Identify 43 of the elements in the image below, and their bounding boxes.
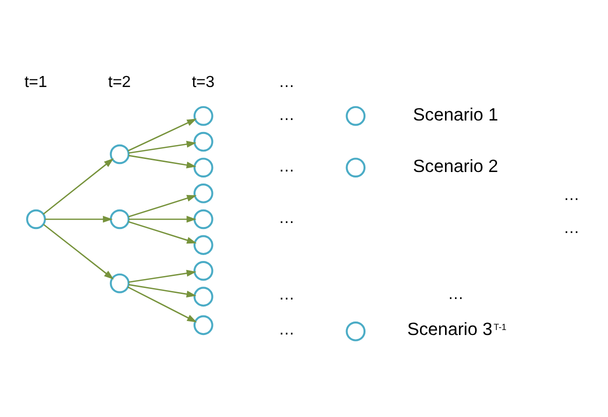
label: … [278,105,295,124]
label: … [448,284,464,302]
node-circle [110,272,130,293]
node-circle [346,321,366,341]
node-circle [194,260,214,280]
arrow [128,286,197,322]
label: t=3 [192,72,215,90]
arrow [128,220,197,244]
label: … [278,208,295,227]
arrow [42,158,114,214]
arrow [43,223,114,279]
label: … [278,157,295,176]
node-circle [194,131,214,152]
arrow [128,118,197,151]
label: … [278,320,295,338]
label: t=2 [108,72,131,90]
node-circle [110,208,130,229]
node-circle [194,314,214,335]
node-circle [194,286,214,306]
label: … [278,72,295,90]
label: t=1 [24,72,48,90]
node-circle [194,106,214,126]
arrow [128,284,196,297]
label: … [278,285,295,304]
arrow [128,154,196,168]
node-circle [194,183,214,203]
node-circle [26,208,46,229]
node-label: Scenario 1 [413,104,498,124]
label: … [564,218,580,236]
label: … [564,186,580,204]
arrow [128,194,197,217]
node-circle [346,157,366,177]
node-circle [346,106,366,126]
node-circle [194,234,214,254]
arrow [45,215,113,222]
node-circle [194,208,214,229]
node-label: Scenario 3$^{T-1}$ [407,318,506,338]
node-circle [194,157,214,177]
arrow [128,215,196,222]
node-circle [110,144,130,164]
node-label: Scenario 2 [413,156,498,176]
arrow [128,140,196,154]
arrow [128,269,196,282]
